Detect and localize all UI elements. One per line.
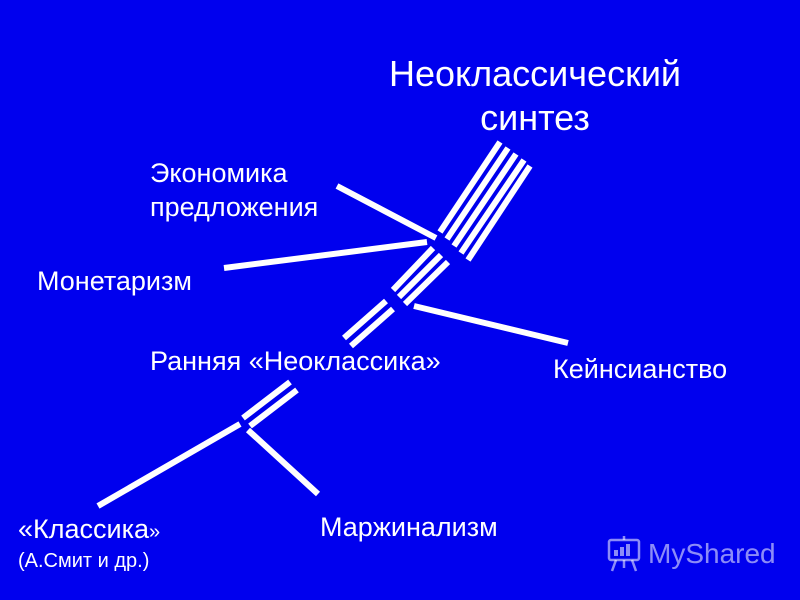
trunk-four-strands [437,140,533,262]
classics-line1: «Классика [18,514,150,544]
classics-line2: (А.Смит и др.) [18,550,150,572]
node-marginalism: Маржинализм [320,512,498,542]
node-early-neoclassics: Ранняя «Неоклассика» [150,346,441,376]
synthesis-line2: синтез [480,97,590,138]
watermark: MyShared [606,534,776,574]
supply-side-line1: Экономика [150,158,288,188]
synthesis-line1: Неоклассический [388,53,682,94]
trunk-three-strands [390,245,451,307]
watermark-text: MyShared [648,538,776,569]
branch-monetarism [223,239,428,271]
supply-side-line2: предложения [150,192,319,222]
branch-keynesianism [413,303,569,346]
presentation-board-icon [607,536,641,572]
node-classics: «Классика» (А.Смит и др.) [18,512,160,573]
trunk-two-strands [241,379,299,429]
branch-classics [96,421,242,509]
node-neoclassical-synthesis: Неоклассический синтез [370,52,700,140]
branch-supply-side [335,183,438,241]
node-supply-side-economics: Экономика предложения [150,156,318,224]
node-monetarism: Монетаризм [37,266,192,296]
branch-marginalism [245,427,321,497]
node-keynesianism: Кейнсианство [553,354,728,384]
trunk-two-strands-upper [342,298,395,349]
classics-line1-suffix: » [149,521,161,543]
